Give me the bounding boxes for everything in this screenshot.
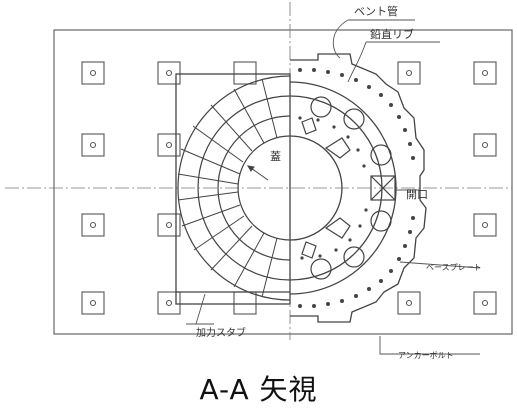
label-anchor-bolt: アンカーボルト [398,351,454,360]
label-vent-pipe: ベント管 [354,4,398,18]
loading-frame [175,73,291,305]
label-stiffener: 加力スタブ [196,326,246,339]
anchor-bolt-holes [298,68,415,308]
label-opening: 開口 [406,188,428,201]
label-base-plate: ベースプレート [426,263,482,272]
lid-arrow [247,165,269,181]
leader-lines [186,19,481,355]
anchor-pad-grid [81,61,497,315]
vent-pipe-circles [310,96,392,280]
view-caption: A-A 矢視 [199,373,318,406]
vertical-ribs [301,117,351,259]
label-lid: 蓋 [270,150,281,163]
segmented-rings-left [177,75,291,301]
label-vertical-rib: 鉛直リブ [370,27,414,41]
opening-box [370,175,396,201]
floor-slab [53,29,513,335]
